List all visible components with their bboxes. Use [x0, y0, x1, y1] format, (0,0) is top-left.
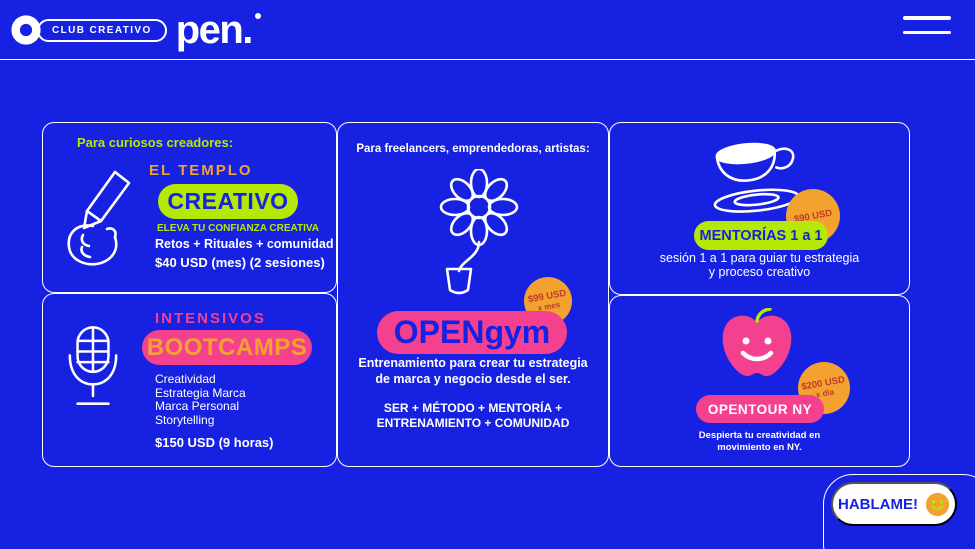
templo-offer: Retos + Rituales + comunidad [155, 237, 334, 251]
hablame-label: HABLAME! [838, 495, 918, 513]
hand-pencil-icon [67, 170, 131, 266]
smiley-icon [925, 492, 950, 516]
flower-cup-icon [439, 169, 519, 295]
description-line: movimiento en NY. [717, 442, 802, 453]
audience-heading: Para curiosos creadores: [76, 135, 234, 150]
hablame-button[interactable]: HABLAME! [831, 482, 957, 526]
mentorias-pill-label: MENTORÍAS 1 a 1 [699, 227, 823, 244]
description-line: y proceso creativo [708, 265, 811, 279]
description-line: sesión 1 a 1 para guiar tu estrategia [659, 251, 860, 265]
hamburger-menu-icon[interactable] [903, 16, 951, 40]
creativo-pill-label: CREATIVO [167, 188, 289, 214]
templo-tagline: ELEVA TU CONFIANZA CREATIVA [157, 223, 320, 234]
intensivos-label: INTENSIVOS [155, 310, 266, 327]
el-templo-label: EL TEMPLO [149, 162, 253, 179]
card-opengym: Para freelancers, emprendedoras, artista… [337, 122, 609, 467]
formula-line: ENTRENAMIENTO + COMUNIDAD [376, 416, 570, 430]
card-mentorias: $90 USD MENTORÍAS 1 a 1 sesión 1 a 1 par… [609, 122, 910, 295]
logo-pen-wordmark: pen. [175, 8, 254, 52]
opengym-description: Entrenamiento para crear tu estrategia d… [338, 356, 608, 387]
formula-line: SER + MÉTODO + MENTORÍA + [383, 401, 563, 415]
logo-club-creativo-pill: CLUB CREATIVO [37, 18, 167, 42]
hamburger-bar [903, 30, 951, 34]
templo-price: $40 USD (mes) (2 sesiones) [155, 255, 325, 270]
microphone-icon [68, 326, 118, 405]
audience-heading: Para freelancers, emprendedoras, artista… [356, 143, 590, 155]
header: CLUB CREATIVO pen. [0, 0, 975, 60]
cta-outline [823, 474, 975, 549]
list-item: Storytelling [155, 412, 215, 427]
bootcamps-price: $150 USD (9 horas) [155, 435, 274, 450]
hamburger-bar [903, 16, 951, 20]
description-line: Despierta tu creatividad en [698, 430, 821, 441]
description-line: Entrenamiento para crear tu estrategia [358, 356, 588, 370]
bootcamps-pill-label: BOOTCAMPS [146, 333, 308, 361]
card-opentour-ny: $200 USD x día OPENTOUR NY Despierta tu … [609, 295, 910, 467]
description-line: de marca y negocio desde el ser. [375, 371, 571, 386]
card-bootcamps: INTENSIVOS BOOTCAMPS Creatividad Estrate… [42, 293, 337, 467]
apple-smiley-icon [722, 308, 792, 376]
opentour-description: Despierta tu creatividad en movimiento e… [610, 430, 909, 454]
mentorias-pill: MENTORÍAS 1 a 1 [694, 221, 828, 250]
logo-trademark-dot [254, 13, 261, 19]
opengym-pill-label: OPENgym [393, 314, 551, 350]
opengym-formula: SER + MÉTODO + MENTORÍA + ENTRENAMIENTO … [338, 401, 608, 431]
opentour-pill-label: OPENTOUR NY [707, 401, 813, 417]
list-item: Creatividad [155, 372, 216, 386]
logo[interactable]: CLUB CREATIVO pen. [10, 6, 261, 54]
logo-club-creativo-label: CLUB CREATIVO [52, 24, 152, 36]
club-logo-mark-icon [11, 15, 41, 45]
bootcamps-topics-list: Creatividad Estrategia Marca Marca Perso… [155, 372, 246, 427]
mentorias-description: sesión 1 a 1 para guiar tu estrategia y … [610, 251, 909, 279]
card-el-templo-creativo: Para curiosos creadores: EL TEMPLO CREAT… [42, 122, 337, 293]
opengym-pill: OPENgym [377, 311, 567, 354]
creativo-pill: CREATIVO [158, 184, 298, 219]
opentour-pill: OPENTOUR NY [696, 395, 824, 423]
bootcamps-pill: BOOTCAMPS [142, 330, 312, 365]
list-item: Estrategia Marca [155, 385, 246, 400]
list-item: Marca Personal [155, 399, 240, 413]
